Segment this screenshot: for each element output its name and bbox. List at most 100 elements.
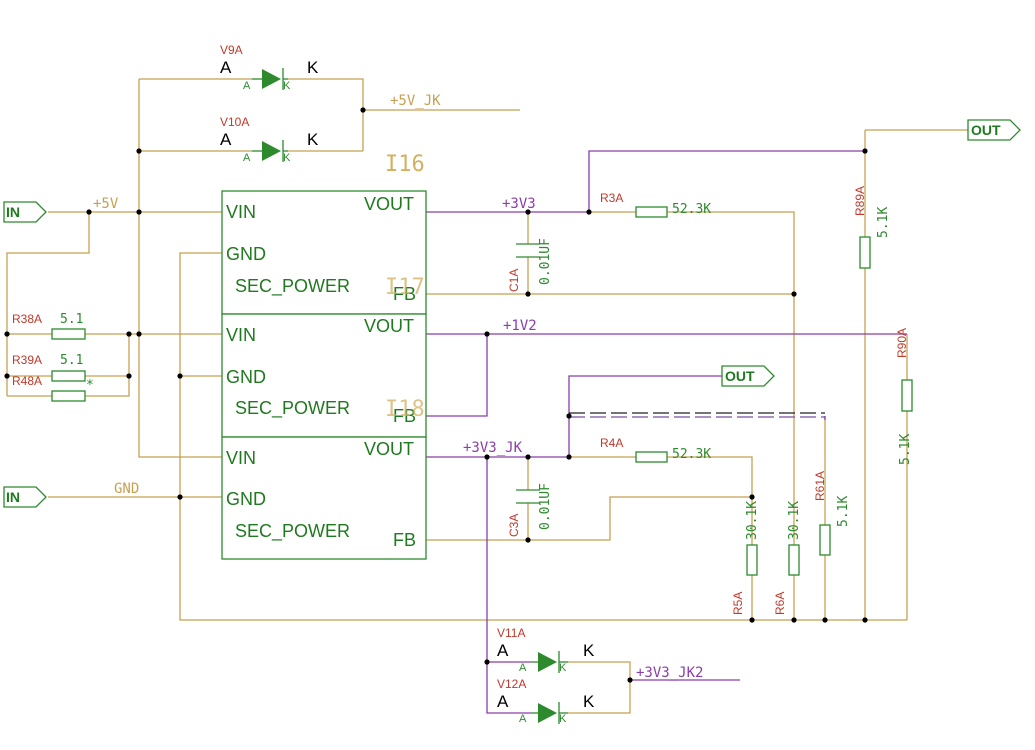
resistor-value: 52.3K [672,202,711,217]
port-out-mid: OUT [721,365,775,387]
resistor-value: 30.1K [787,501,802,540]
diode-pin-a: A [519,713,527,725]
diode-ref: V9A [220,43,243,57]
diode-ref: V12A [497,677,526,691]
pin-vin: VIN [226,448,256,468]
pin-vout: VOUT [364,194,414,214]
net-label-3v3-jk2: +3V3_JK2 [636,665,703,681]
resistor-value: 5.1K [836,496,851,527]
capacitor-ref: C1A [507,269,521,292]
block-i18-name: I18 [385,397,425,422]
power-wires [6,78,968,714]
port-in-top: IN [3,201,47,223]
diode-cathode-label: K [583,641,595,660]
resistor-r39a: R39A 5.1 [12,353,86,382]
diode-pin-k: K [559,662,567,674]
diode-v11a: V11A A K A K [497,626,595,674]
capacitor-value: 0.01UF [538,238,553,285]
svg-text:OUT: OUT [725,368,755,384]
junction-dots [4,107,868,683]
pin-vin: VIN [226,325,256,345]
resistor-r3a: R3A 52.3K [600,191,711,218]
pin-gnd: GND [226,367,266,387]
pin-gnd: GND [226,244,266,264]
diode-cathode-label: K [307,130,319,149]
resistor-value: 5.1 [60,353,83,368]
net-label-gnd: GND [114,481,139,497]
resistor-value: 30.1K [745,501,760,540]
pin-sec-power: SEC_POWER [235,521,350,542]
diode-anode-label: A [497,641,509,660]
resistor-ref: R38A [12,312,42,326]
capacitor-c3a: C3A 0.01UF [507,483,553,537]
pin-fb: FB [393,284,416,304]
diode-v10a: V10A A K A K [220,115,319,164]
diode-pin-k: K [283,152,291,164]
pin-vout: VOUT [364,439,414,459]
resistor-ref: R5A [731,592,745,615]
capacitor-c1a: C1A 0.01UF [507,238,553,292]
resistor-r6a: R6A 30.1K [773,501,802,615]
block-i16-name: I16 [385,152,425,177]
net-label-5v-jk: +5V_JK [390,93,441,109]
svg-text:IN: IN [6,489,20,505]
resistor-ref: R48A [12,374,42,388]
block-i16: I16 VIN GND SEC_POWER VOUT FB [221,152,427,315]
net-label-5v: +5V [93,196,119,212]
diode-ref: V10A [220,115,249,129]
diode-anode-label: A [220,130,232,149]
resistor-r89a: R89A 5.1K [853,186,891,269]
diode-ref: V11A [497,626,525,640]
resistor-ref: R90A [895,328,909,358]
diode-pin-k: K [559,713,567,725]
resistor-value: 5.1K [898,434,913,465]
net-labels: +5V_JK +5V +3V3 +1V2 +3V3_JK +3V3_JK2 GN… [93,93,703,681]
resistor-value: 5.1K [876,207,891,238]
pin-fb: FB [393,406,416,426]
resistor-r61a: R61A 5.1K [813,471,851,556]
port-in-bottom: IN [3,486,47,508]
resistor-r48a: R48A * [12,374,94,402]
net-label-3v3: +3V3 [502,196,536,212]
resistor-ref: R61A [813,471,827,501]
signal-wires [426,150,907,714]
resistor-ref: R39A [12,353,42,367]
diode-pin-k: K [283,80,291,92]
pin-fb: FB [393,530,416,550]
resistor-r4a: R4A 52.3K [600,436,711,463]
diode-pin-a: A [243,80,251,92]
port-out-top: OUT [967,119,1021,141]
block-i17-name: I17 [385,275,425,300]
resistor-ref: R4A [600,436,623,450]
diode-anode-label: A [497,692,509,711]
pin-sec-power: SEC_POWER [235,276,350,297]
capacitor-value: 0.01UF [538,483,553,530]
resistor-ref: R89A [853,186,867,216]
capacitor-ref: C3A [507,514,521,537]
resistor-value: 5.1 [60,312,83,327]
block-i18: I18 VIN GND SEC_POWER VOUT FB [221,397,427,560]
net-label-1v2: +1V2 [503,318,537,334]
diode-cathode-label: K [307,58,319,77]
pin-vin: VIN [226,202,256,222]
svg-text:OUT: OUT [971,122,1001,138]
svg-text:IN: IN [6,204,20,220]
resistor-value: 52.3K [672,447,711,462]
resistor-value: * [86,378,94,393]
diode-anode-label: A [220,58,232,77]
diode-pin-a: A [519,662,527,674]
diode-v9a: V9A A K A K [220,43,319,92]
resistor-r90a: R90A 5.1K [895,328,913,465]
block-i17: I17 VIN GND SEC_POWER VOUT FB [221,275,427,438]
resistor-ref: R6A [773,592,787,615]
resistor-r38a: R38A 5.1 [12,312,86,340]
diode-v12a: V12A A K A K [497,677,595,725]
diode-cathode-label: K [583,692,595,711]
resistor-r5a: R5A 30.1K [731,501,760,615]
pin-vout: VOUT [364,316,414,336]
pin-sec-power: SEC_POWER [235,398,350,419]
pin-gnd: GND [226,489,266,509]
diode-pin-a: A [243,152,251,164]
resistor-ref: R3A [600,191,623,205]
